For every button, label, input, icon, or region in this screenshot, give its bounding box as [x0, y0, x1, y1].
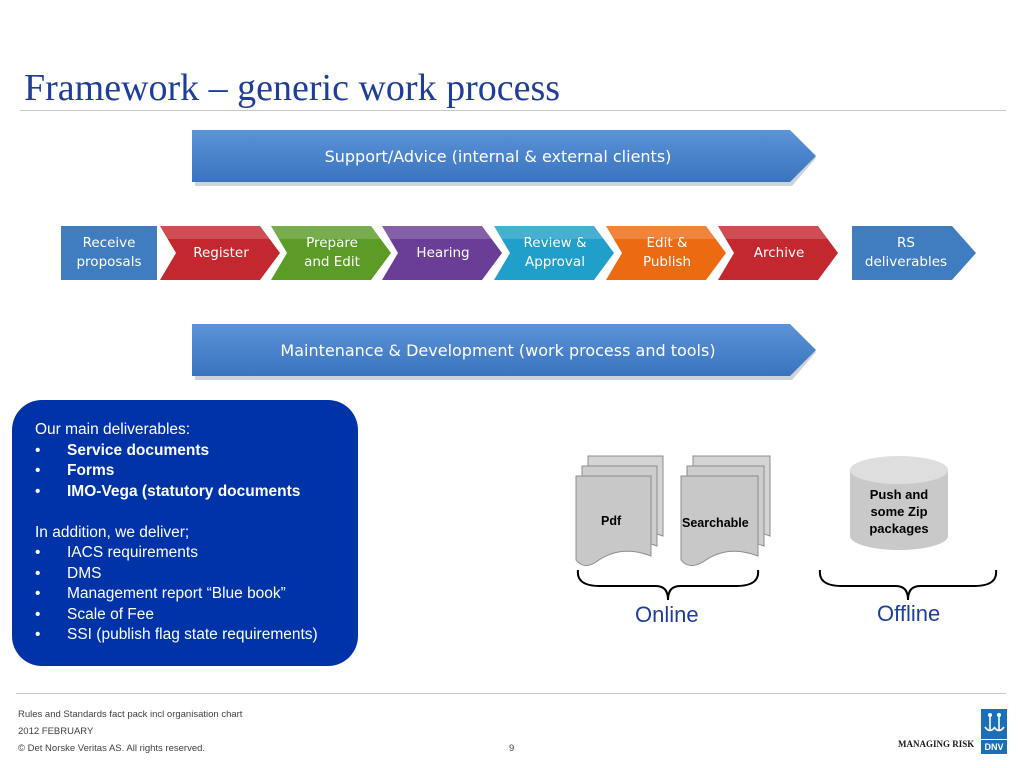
- searchable-label: Searchable: [682, 516, 749, 530]
- step-archive-label: Archive: [753, 244, 805, 261]
- footer-copyright: © Det Norske Veritas AS. All rights rese…: [18, 743, 206, 754]
- step-edit-publish-label: Edit &Publish: [642, 235, 692, 270]
- footer-tagline: MANAGING RISK: [898, 739, 975, 749]
- step-register-chevron: [160, 226, 280, 280]
- title-divider: [20, 110, 1006, 111]
- step-hearing: Hearing: [382, 226, 502, 280]
- step-archive: Archive: [718, 226, 838, 280]
- page-number: 9: [509, 743, 515, 754]
- deliverables-heading: Our main deliverables:: [35, 421, 191, 438]
- offline-label: Offline: [877, 601, 941, 626]
- step-edit-publish: Edit &Publish: [606, 226, 726, 280]
- step-review-approval-label: Review &Approval: [523, 235, 587, 270]
- step-register-label: Register: [193, 244, 249, 261]
- step-archive-chevron: [718, 226, 838, 280]
- maintenance-banner-arrow: [192, 324, 816, 380]
- support-banner: Support/Advice (internal & external clie…: [192, 130, 816, 186]
- deliverables-panel: Our main deliverables: •Service document…: [12, 400, 358, 666]
- online-label: Online: [635, 602, 699, 627]
- step-hearing-label: Hearing: [416, 244, 470, 261]
- dnv-logo-text: DNV: [981, 740, 1007, 754]
- receive-proposals-shape: [61, 226, 157, 280]
- list-item: •IMO-Vega (statutory documents: [35, 482, 301, 500]
- additional-heading: In addition, we deliver;: [35, 523, 190, 541]
- maintenance-banner: Maintenance & Development (work process …: [192, 324, 816, 380]
- rs-deliverables-arrow: [852, 226, 976, 280]
- step-review-approval-chevron: [494, 226, 614, 280]
- step-register: Register: [160, 226, 280, 280]
- footer-deck-title: Rules and Standards fact pack incl organ…: [18, 709, 243, 720]
- packages-cylinder-icon: [850, 456, 948, 550]
- list-item: •SSI (publish flag state requirements): [35, 626, 318, 643]
- offline-brace: [818, 569, 998, 601]
- step-prepare-edit-chevron: [271, 226, 391, 280]
- dnv-logo: DNV: [981, 709, 1007, 754]
- pdf-label: Pdf: [601, 514, 622, 528]
- online-brace: [576, 569, 760, 601]
- step-review-approval: Review &Approval: [494, 226, 614, 280]
- step-edit-publish-chevron: [606, 226, 726, 280]
- step-hearing-chevron: [382, 226, 502, 280]
- footer-divider: [16, 693, 1006, 694]
- list-item: •DMS: [35, 564, 102, 582]
- support-banner-arrow: [192, 130, 816, 186]
- pdf-document-stack-icon: [575, 455, 664, 566]
- list-item: •Forms: [35, 462, 115, 479]
- list-item: •Management report “Blue book”: [35, 585, 286, 602]
- support-banner-label: Support/Advice (internal & external clie…: [324, 146, 672, 166]
- dnv-anchor-icon: [981, 709, 1007, 739]
- list-item: •Service documents: [35, 441, 210, 459]
- searchable-document-stack-icon: [680, 455, 771, 566]
- maintenance-banner-label: Maintenance & Development (work process …: [280, 340, 716, 360]
- page-title: Framework – generic work process: [24, 67, 561, 109]
- list-item: •Scale of Fee: [35, 605, 155, 623]
- list-item: •IACS requirements: [35, 544, 198, 561]
- footer-date: 2012 FEBRUARY: [18, 726, 94, 737]
